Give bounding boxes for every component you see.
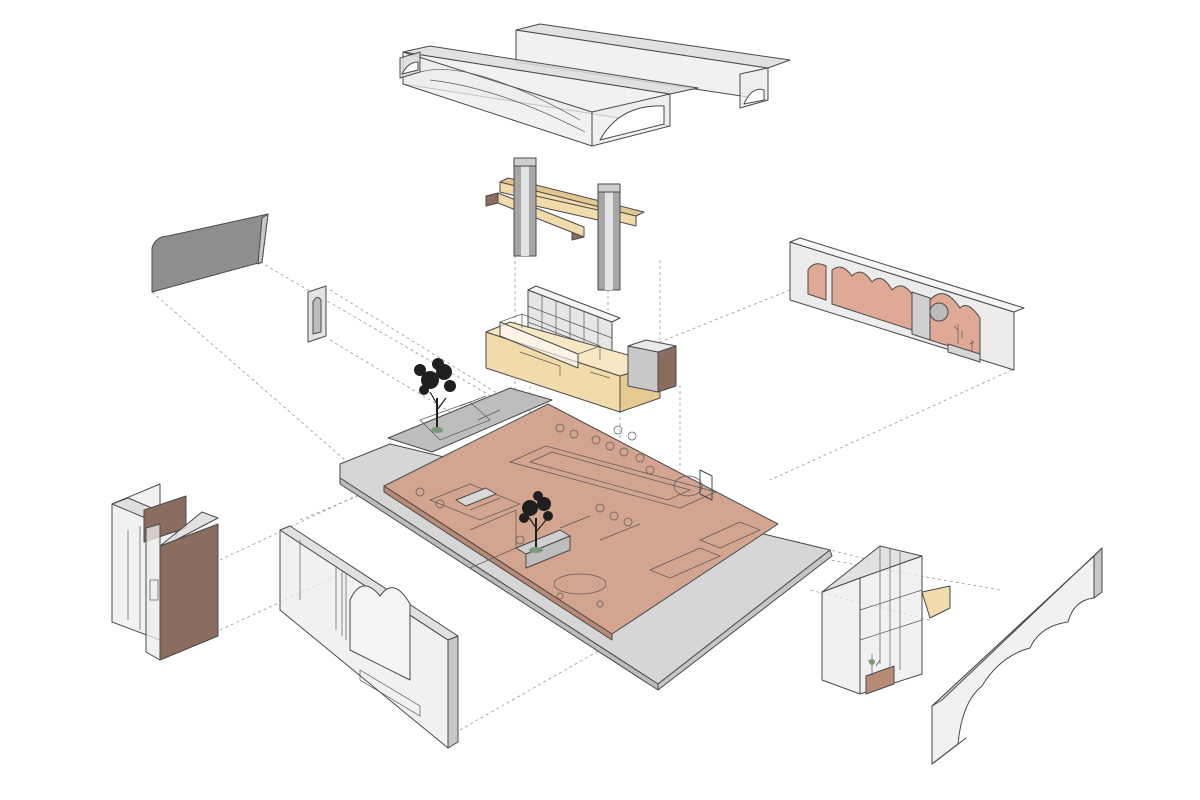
right-arched-wall-terracotta (789, 237, 1025, 371)
vaulted-ceiling-modules (399, 23, 791, 147)
bar-counter-and-shelving (485, 285, 677, 413)
narrow-arched-niche (307, 285, 327, 343)
columns-with-beams (485, 157, 645, 291)
right-arched-facade-wall (931, 547, 1103, 765)
right-tall-shelving-volume (821, 545, 951, 695)
plan-furniture-outlines (415, 423, 761, 608)
courtyard-tree-small (519, 491, 553, 553)
left-entrance-volume (111, 483, 219, 661)
ground-floor-plan-slab (339, 387, 833, 691)
left-arched-facade-wall (279, 525, 459, 749)
left-curved-wall-panel (151, 213, 269, 293)
courtyard-tree-large (414, 358, 456, 433)
